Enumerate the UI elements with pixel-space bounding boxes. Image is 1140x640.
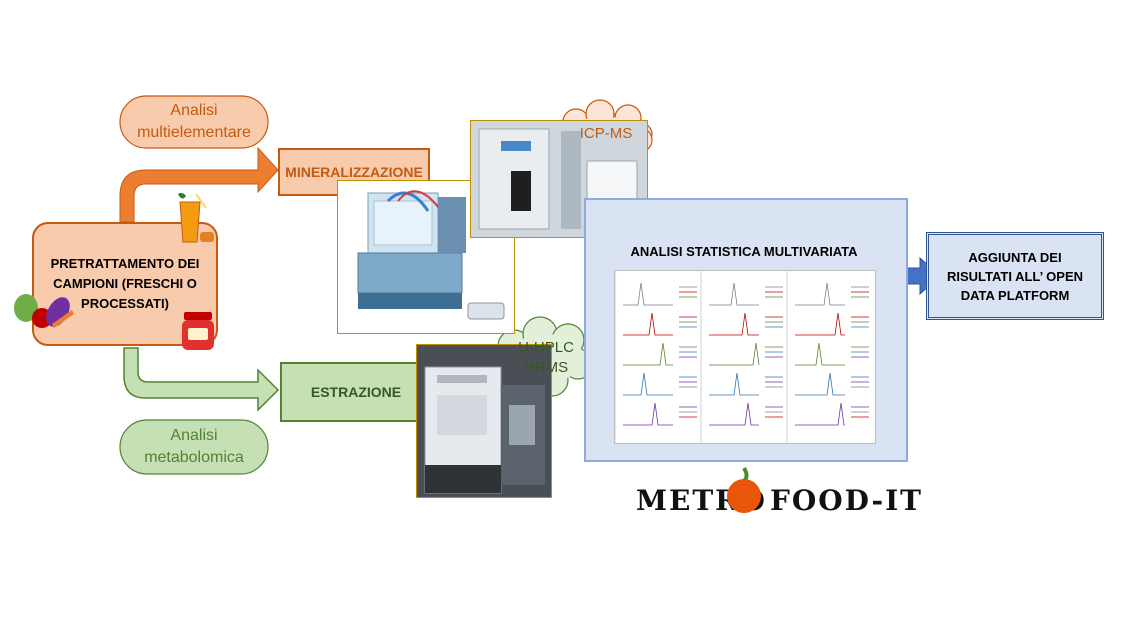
- cloud-analisi-multielementare: Analisi multielementare: [137, 102, 251, 141]
- chromatogram-figure: [614, 270, 876, 444]
- cloud-multielementare-shape: [119, 95, 269, 149]
- logo-food-it: FOOD-IT: [770, 484, 924, 517]
- jar-icon: [182, 312, 214, 350]
- tomato-logo-icon: [727, 466, 761, 513]
- chromatogram-trace: [709, 342, 760, 366]
- cloud-metabolomica-shape: [119, 419, 269, 475]
- arrow-to-estrazione: [123, 347, 280, 412]
- box-open-data-platform: AGGIUNTA DEI RISULTATI ALL’ OPEN DATA PL…: [926, 232, 1104, 320]
- chromatogram-trace: [795, 372, 845, 396]
- uhplc-photo: [416, 344, 552, 498]
- chromatogram-trace: [709, 282, 759, 306]
- chromatogram-trace: [795, 402, 845, 426]
- chromatogram-trace: [709, 402, 759, 426]
- chromatogram-trace: [623, 312, 673, 336]
- cloud-u-hplc-hrms: U-HPLC HRMS: [518, 339, 574, 376]
- chromatogram-trace: [795, 282, 845, 306]
- vegetables-icon: [14, 294, 74, 328]
- box-estrazione: ESTRAZIONE: [280, 362, 432, 422]
- box-pretrattamento: PRETRATTAMENTO DEI CAMPIONI (FRESCHI O P…: [32, 222, 218, 346]
- chromatogram-trace: [795, 342, 845, 366]
- chromatogram-trace: [709, 312, 759, 336]
- chromatogram-trace: [623, 342, 673, 366]
- chromatogram-trace: [623, 282, 673, 306]
- chromatogram-trace: [623, 372, 673, 396]
- cloud-icp-ms: ICP-MS: [579, 124, 633, 142]
- cloud-analisi-metabolomica: Analisi metabolomica: [144, 427, 244, 466]
- chromatogram-trace: [709, 372, 759, 396]
- arrow-to-mineralizzazione: [119, 146, 279, 223]
- title-analisi-statistica: ANALISI STATISTICA MULTIVARIATA: [630, 243, 858, 259]
- chromatogram-trace: [623, 402, 673, 426]
- juice-glass-icon: [178, 192, 214, 243]
- chromatogram-trace: [795, 312, 845, 336]
